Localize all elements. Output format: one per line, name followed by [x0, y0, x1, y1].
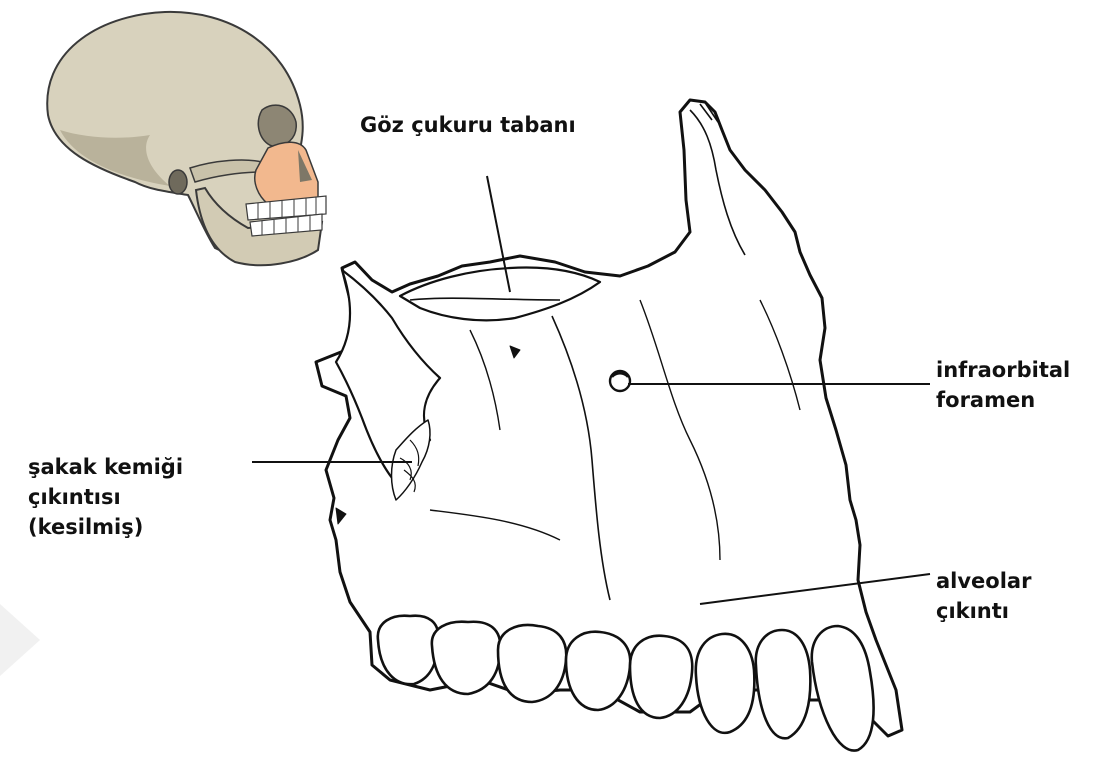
label-temporal-process: şakak kemiği çıkıntısı (kesilmiş) [28, 452, 183, 542]
skull-ear-hole [169, 170, 187, 194]
tooth-7 [756, 630, 811, 738]
label-alveolar-process: alveolar çıkıntı [936, 566, 1031, 626]
label-infraorbital-foramen: infraorbital foramen [936, 355, 1070, 415]
label-infraorbital-line1: infraorbital [936, 355, 1070, 385]
label-orbit-floor: Göz çukuru tabanı [360, 110, 576, 140]
tooth-6 [696, 634, 755, 733]
label-infraorbital-line2: foramen [936, 385, 1070, 415]
label-temporal-line2: çıkıntısı [28, 482, 183, 512]
label-temporal-line1: şakak kemiği [28, 452, 183, 482]
label-alveolar-line1: alveolar [936, 566, 1031, 596]
label-temporal-line3: (kesilmiş) [28, 512, 183, 542]
corner-mark [0, 604, 40, 676]
skull-orbit [258, 105, 296, 146]
label-alveolar-line2: çıkıntı [936, 596, 1031, 626]
maxilla-bone [316, 100, 902, 751]
skull-inset [47, 12, 326, 265]
tooth-3 [498, 625, 566, 702]
